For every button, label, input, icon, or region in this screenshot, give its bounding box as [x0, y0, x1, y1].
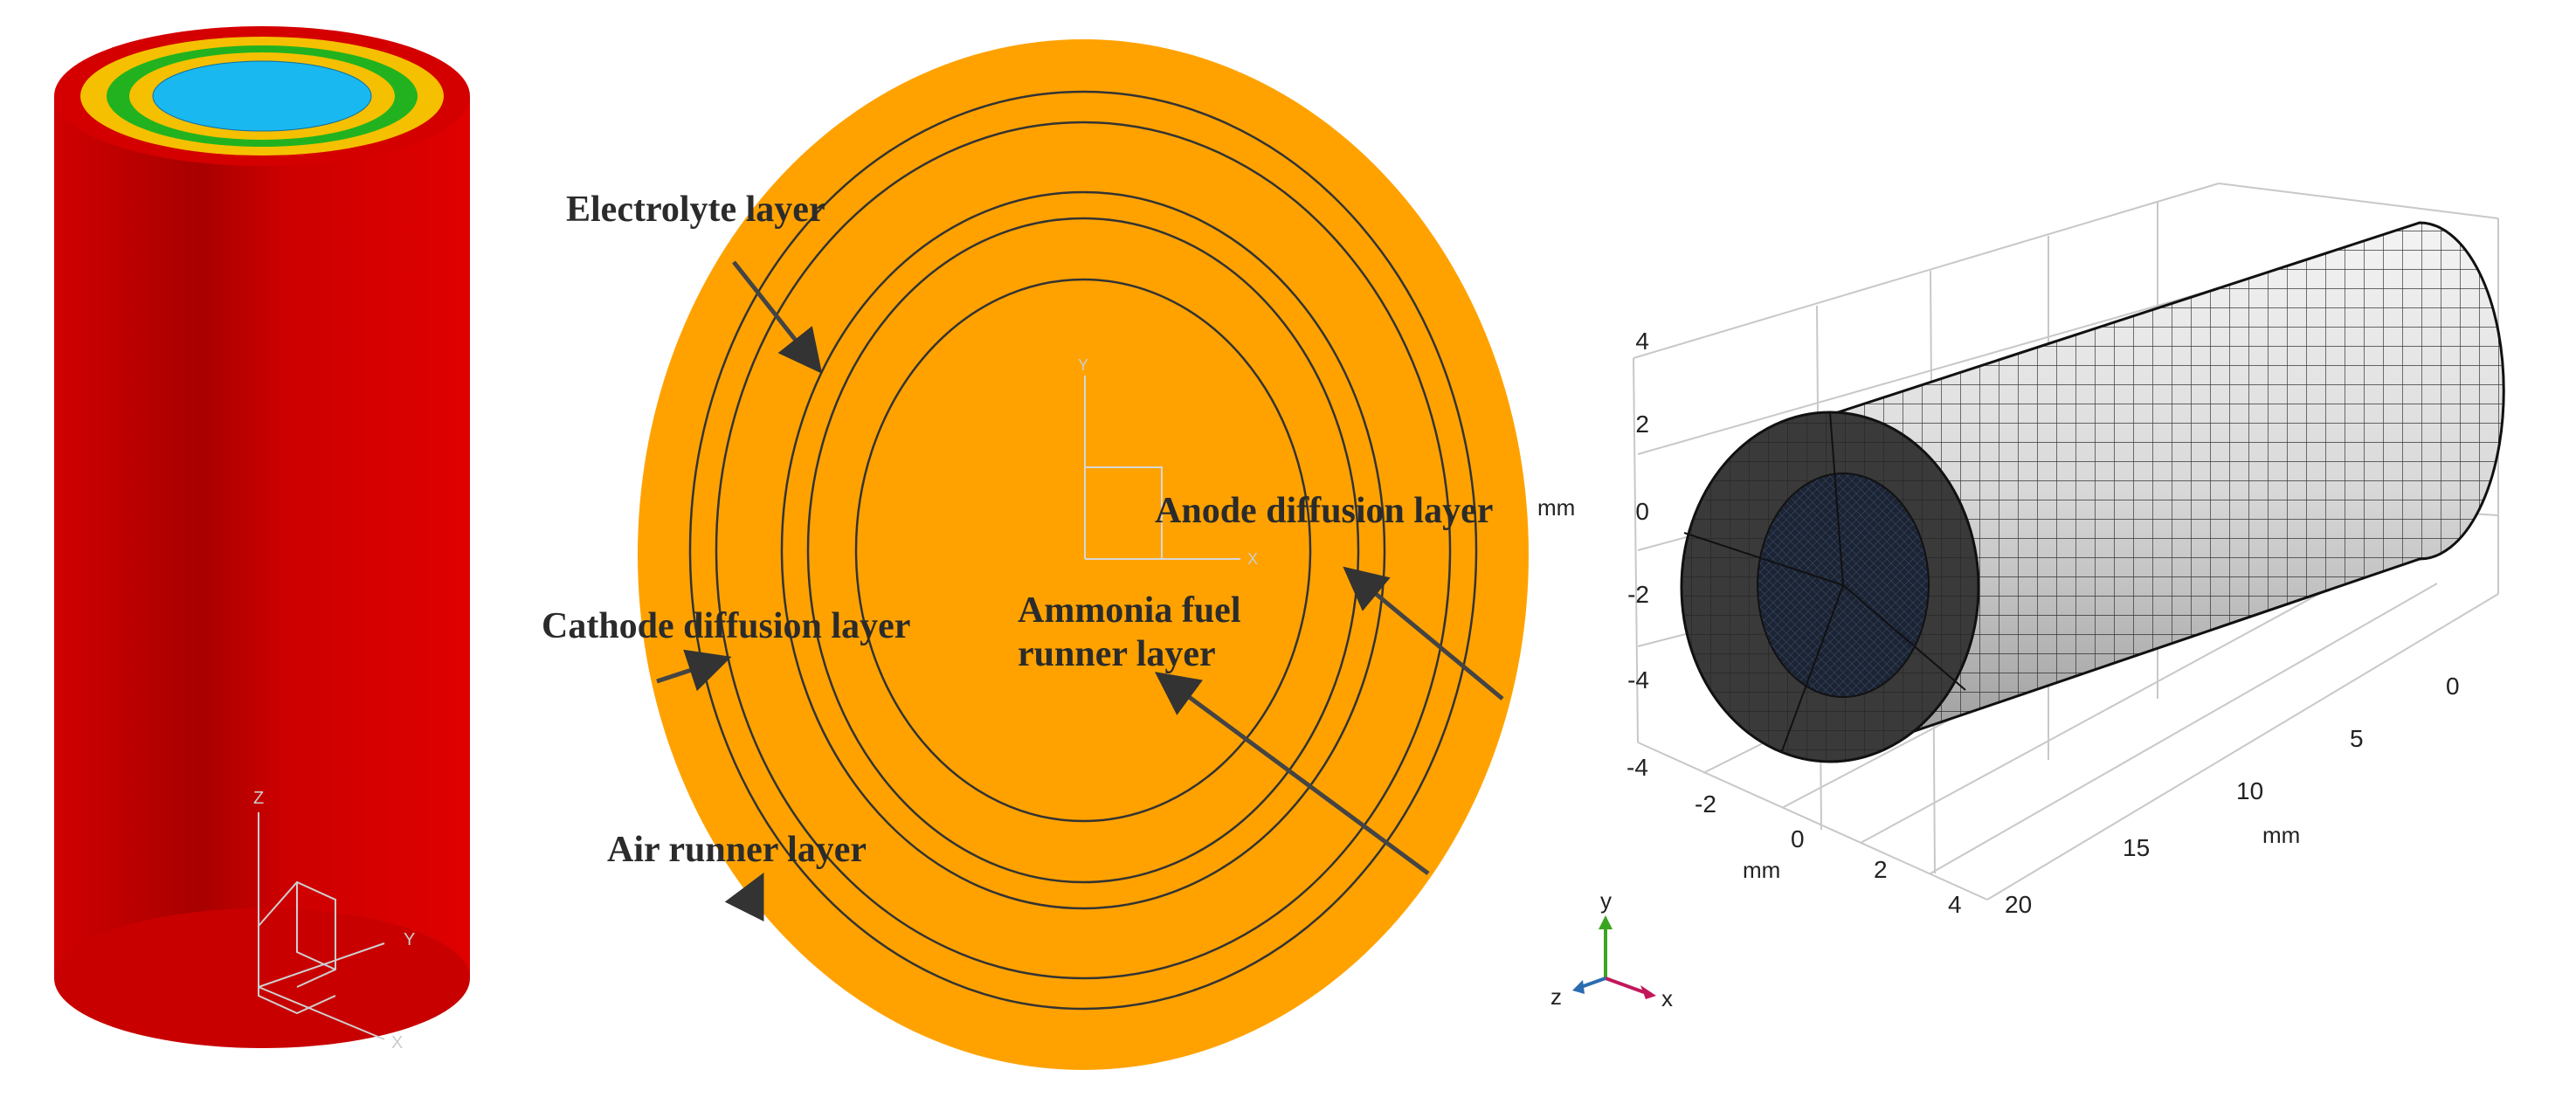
- left-axis-x-label: X: [391, 1033, 403, 1052]
- mesh-front-radials: [1683, 411, 1966, 752]
- middle-axis-triad: [1084, 376, 1240, 560]
- label-anode: Anode diffusion layer: [1155, 491, 1493, 531]
- ring-3: [780, 190, 1386, 910]
- triad-z-label: z: [1550, 983, 1562, 1010]
- label-ammonia-2: runner layer: [1018, 634, 1216, 674]
- cylinder-body: [54, 96, 470, 978]
- z-axis-unit: mm: [2262, 822, 2300, 848]
- orientation-triad: [1572, 915, 1656, 999]
- z-tick-10: 10: [2236, 777, 2263, 804]
- y-tick-neg2: -2: [1627, 581, 1649, 608]
- z-tick-0: 0: [2446, 673, 2460, 700]
- left-axis-triad: [258, 812, 385, 1040]
- z-tick-5: 5: [2350, 725, 2364, 752]
- z-tick-20: 20: [2005, 891, 2032, 918]
- anode-arrow: [1343, 566, 1504, 700]
- ring-4: [806, 217, 1360, 884]
- middle-axis-y-label: Y: [1078, 356, 1088, 374]
- ring-outer: [688, 90, 1478, 1011]
- x-tick-neg2: -2: [1695, 790, 1716, 818]
- ring-inner: [854, 278, 1312, 823]
- y-tick-0: 0: [1635, 498, 1649, 525]
- electrolyte-arrow: [732, 260, 823, 374]
- label-cathode: Cathode diffusion layer: [542, 606, 910, 646]
- cylinder-top-blue-core: [152, 60, 372, 132]
- label-electrolyte: Electrolyte layer: [566, 190, 825, 230]
- cylinder-bottom-rim: [54, 908, 470, 1048]
- leader-lines: [656, 260, 1504, 921]
- x-axis-unit: mm: [1743, 857, 1780, 883]
- y-axis-unit: mm: [1537, 494, 1575, 521]
- label-ammonia-1: Ammonia fuel: [1018, 590, 1241, 631]
- left-cylinder-figure: Z Y X: [54, 26, 470, 1052]
- label-air: Air runner layer: [607, 830, 867, 870]
- x-tick-neg4: -4: [1626, 754, 1648, 781]
- middle-axis-x-label: X: [1247, 550, 1258, 568]
- cathode-arrow: [656, 649, 732, 692]
- triad-x-label: x: [1661, 985, 1673, 1011]
- z-tick-15: 15: [2123, 834, 2150, 861]
- mesh-cylinder-grid: [1830, 223, 2504, 760]
- right-mesh-figure: 4 2 0 -2 -4 mm -4 -2 0 2 4 mm 0 5 10 15 …: [1537, 183, 2505, 1011]
- middle-disk-figure: Y X Electrolyte layer Cathode diffusion …: [542, 39, 1529, 1070]
- ring-2: [715, 121, 1452, 980]
- ammonia-arrow: [1154, 672, 1430, 876]
- left-axis-z-label: Z: [253, 789, 264, 808]
- x-tick-2: 2: [1874, 856, 1888, 883]
- y-tick-neg4: -4: [1627, 666, 1649, 694]
- triad-y-label: y: [1600, 887, 1612, 914]
- orange-disk: [638, 39, 1529, 1070]
- mesh-cylinder-outline: [1829, 221, 2505, 762]
- air-arrow: [724, 873, 764, 921]
- x-tick-4: 4: [1948, 891, 1962, 918]
- y-tick-4: 4: [1635, 328, 1649, 355]
- left-axis-y-label: Y: [404, 930, 415, 949]
- x-tick-0: 0: [1791, 825, 1805, 852]
- y-tick-2: 2: [1635, 411, 1649, 438]
